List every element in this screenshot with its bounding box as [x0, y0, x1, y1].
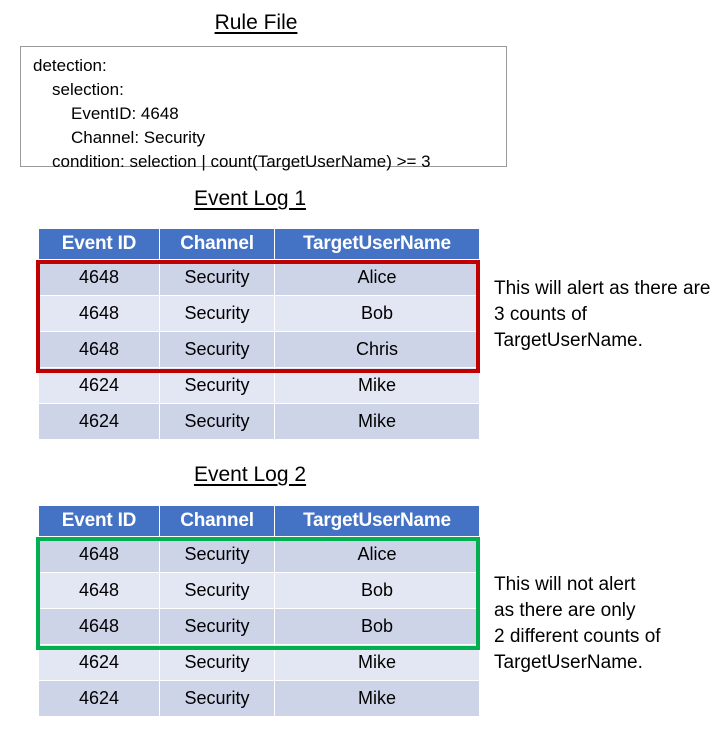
column-header-event-id: Event ID — [39, 506, 159, 536]
cell-channel: Security — [160, 332, 274, 367]
column-header-event-id: Event ID — [39, 229, 159, 259]
table-row: 4648 Security Bob — [39, 296, 479, 331]
table-row: 4648 Security Alice — [39, 260, 479, 295]
cell-event-id: 4648 — [39, 609, 159, 644]
cell-target-user-name: Alice — [275, 260, 479, 295]
cell-event-id: 4624 — [39, 681, 159, 716]
cell-channel: Security — [160, 537, 274, 572]
cell-event-id: 4648 — [39, 332, 159, 367]
event-log-1-annotation: This will alert as there are 3 counts of… — [494, 278, 711, 351]
table-row: 4648 Security Bob — [39, 609, 479, 644]
cell-event-id: 4624 — [39, 404, 159, 439]
table-row: 4648 Security Chris — [39, 332, 479, 367]
event-log-2-table: Event ID Channel TargetUserName 4648 Sec… — [38, 505, 480, 717]
rule-file-box: detection: selection: EventID: 4648 Chan… — [20, 46, 507, 171]
column-header-target-user-name: TargetUserName — [275, 506, 479, 536]
rule-line-eventid: EventID: 4648 — [71, 104, 179, 123]
cell-target-user-name: Bob — [275, 573, 479, 608]
cell-channel: Security — [160, 368, 274, 403]
cell-target-user-name: Bob — [275, 296, 479, 331]
rule-line-channel: Channel: Security — [71, 128, 206, 147]
rule-line-condition: condition: selection | count(TargetUserN… — [52, 152, 431, 171]
event-log-2-title: Event Log 2 — [193, 463, 307, 486]
cell-target-user-name: Alice — [275, 537, 479, 572]
cell-target-user-name: Bob — [275, 609, 479, 644]
cell-channel: Security — [160, 609, 274, 644]
event-log-1-table: Event ID Channel TargetUserName 4648 Sec… — [38, 228, 480, 440]
table-row: 4624 Security Mike — [39, 645, 479, 680]
cell-target-user-name: Mike — [275, 404, 479, 439]
table-header-row: Event ID Channel TargetUserName — [39, 229, 479, 259]
cell-target-user-name: Chris — [275, 332, 479, 367]
column-header-channel: Channel — [160, 506, 274, 536]
cell-channel: Security — [160, 645, 274, 680]
table-row: 4624 Security Mike — [39, 681, 479, 716]
table-row: 4648 Security Bob — [39, 573, 479, 608]
cell-event-id: 4648 — [39, 573, 159, 608]
column-header-channel: Channel — [160, 229, 274, 259]
table-row: 4624 Security Mike — [39, 368, 479, 403]
cell-channel: Security — [160, 573, 274, 608]
column-header-target-user-name: TargetUserName — [275, 229, 479, 259]
table-header-row: Event ID Channel TargetUserName — [39, 506, 479, 536]
cell-event-id: 4624 — [39, 645, 159, 680]
cell-event-id: 4648 — [39, 537, 159, 572]
cell-channel: Security — [160, 681, 274, 716]
cell-channel: Security — [160, 296, 274, 331]
cell-target-user-name: Mike — [275, 681, 479, 716]
cell-event-id: 4624 — [39, 368, 159, 403]
rule-line-selection: selection: — [52, 80, 124, 99]
cell-channel: Security — [160, 404, 274, 439]
rule-file-title: Rule File — [214, 11, 298, 34]
event-log-2-annotation: This will not alert as there are only 2 … — [494, 574, 661, 673]
event-log-1-title: Event Log 1 — [193, 187, 307, 210]
table-row: 4648 Security Alice — [39, 537, 479, 572]
cell-event-id: 4648 — [39, 296, 159, 331]
table-row: 4624 Security Mike — [39, 404, 479, 439]
cell-target-user-name: Mike — [275, 368, 479, 403]
cell-event-id: 4648 — [39, 260, 159, 295]
cell-target-user-name: Mike — [275, 645, 479, 680]
cell-channel: Security — [160, 260, 274, 295]
rule-line-detection: detection: — [33, 56, 107, 75]
